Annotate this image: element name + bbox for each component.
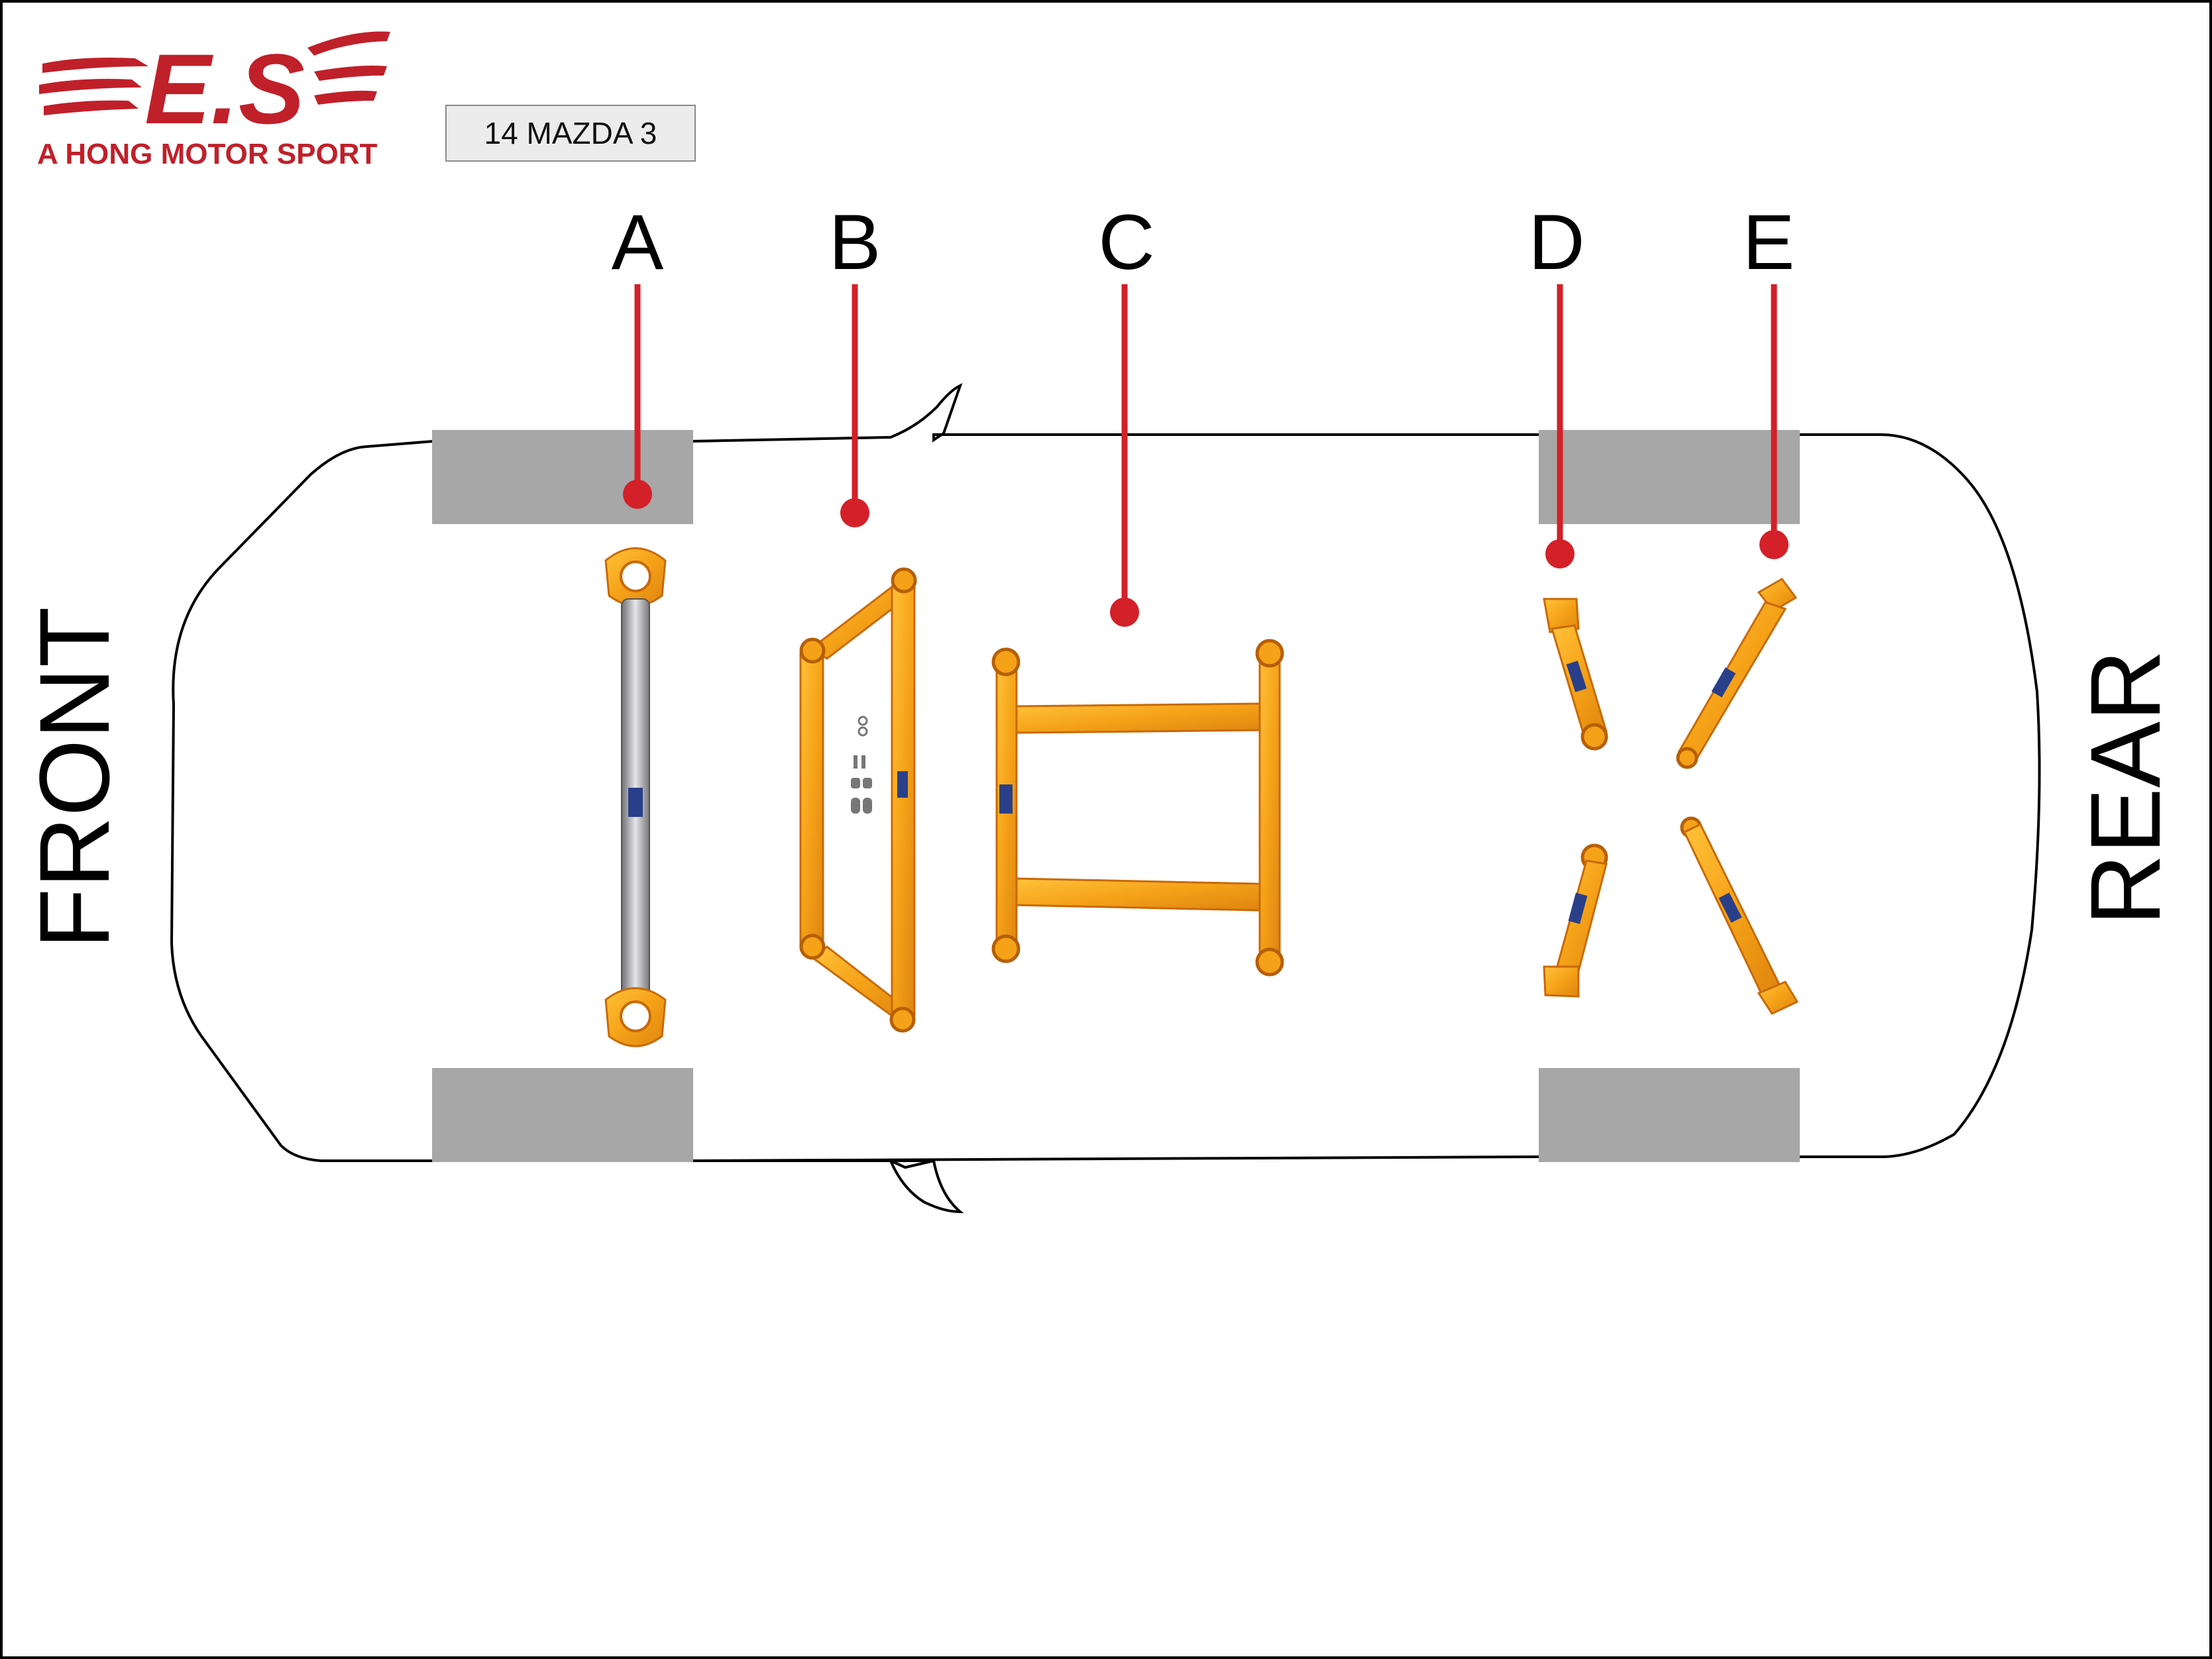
h-frame-brace-icon <box>991 639 1284 977</box>
brand-logo: E.S A HONG MOTOR SPORT <box>37 31 390 170</box>
strut-tower-bar-icon <box>604 547 667 1047</box>
part-label-d: D <box>1528 199 1584 286</box>
part-label-e: E <box>1743 199 1795 286</box>
wheel-rear-right <box>1539 1068 1800 1162</box>
rear-label: REAR <box>2070 650 2181 926</box>
part-label-b: B <box>829 199 881 286</box>
car-body-outline <box>170 383 2041 1214</box>
wheels <box>432 430 1800 1162</box>
model-label: 14 MAZDA 3 <box>445 105 696 162</box>
rear-lateral-arms-icon <box>1676 578 1799 1015</box>
callouts <box>623 284 1789 627</box>
front-label: FRONT <box>19 607 130 949</box>
wheel-front-right <box>432 1068 693 1162</box>
logo-mark: E.S <box>144 33 305 144</box>
wheel-front-left <box>432 430 693 524</box>
hardware-kit <box>851 716 872 814</box>
chassis-diagram-svg: E.S A HONG MOTOR SPORT A B C D E FRONT R… <box>19 31 2181 1214</box>
wheel-rear-left <box>1539 430 1800 524</box>
part-label-a: A <box>612 199 664 286</box>
rear-lower-arms-icon <box>1543 598 1608 998</box>
front-lower-brace-icon <box>799 567 917 1033</box>
logo-speed-lines <box>39 31 390 115</box>
part-letters: A B C D E <box>612 199 1795 286</box>
part-label-c: C <box>1098 199 1154 286</box>
company-name: A HONG MOTOR SPORT <box>37 138 377 170</box>
